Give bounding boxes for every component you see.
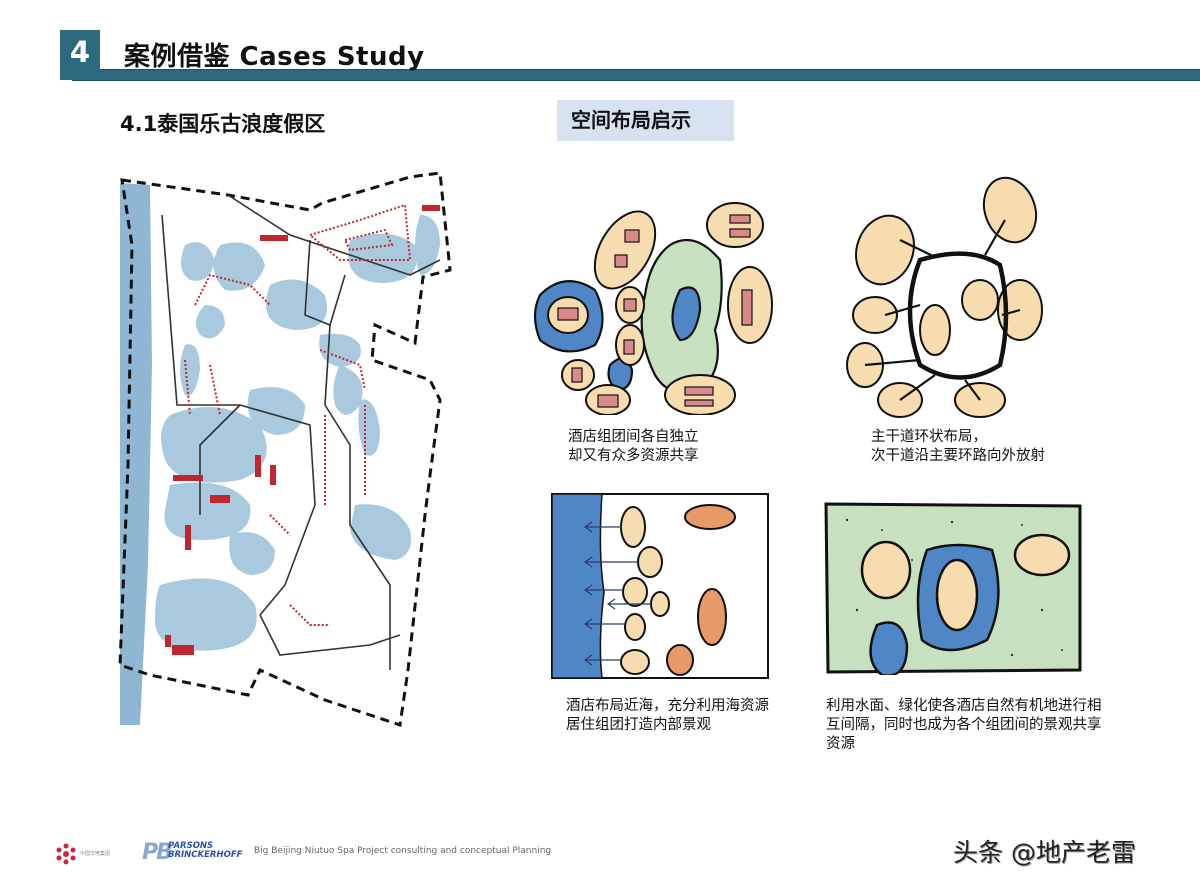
roads	[161, 194, 441, 670]
caption-seafront: 酒店布局近海，充分利用海资源 居住组团打造内部景观	[566, 698, 769, 733]
lake	[671, 286, 702, 342]
pb-logo-mark: PB	[142, 840, 173, 865]
hotel-clusters	[846, 176, 1043, 418]
project-footer-text: Big Beijing Niutuo Spa Project consultin…	[254, 846, 552, 856]
section-number: 4	[60, 30, 100, 80]
section-badge: 空间布局启示	[557, 100, 734, 141]
ring-road	[907, 251, 1009, 380]
huadian-logo-icon	[56, 843, 76, 865]
diagram-seafront	[551, 493, 769, 679]
diagram-water-green	[824, 502, 1082, 675]
buildings	[165, 205, 440, 655]
case-subtitle: 4.1泰国乐古浪度假区	[120, 112, 326, 136]
arrows-to-sea	[583, 521, 651, 666]
site-plan-map	[118, 171, 452, 727]
lakes	[155, 215, 440, 651]
pb-logo-text: PARSONS BRINCKERHOFF	[168, 841, 243, 860]
residential-rows	[184, 203, 412, 626]
hotel-clusters	[860, 533, 1071, 632]
watermark: 头条 @地产老雷	[953, 838, 1136, 867]
badge-label: 空间布局启示	[571, 108, 691, 132]
hotel-clusters	[620, 506, 670, 675]
buildings	[557, 214, 753, 408]
dots	[845, 518, 1063, 657]
sea-strip	[120, 183, 152, 725]
huadian-logo-text: 中国华电集团	[80, 851, 111, 857]
caption-clusters: 酒店组团间各自独立 却又有众多资源共享	[568, 429, 699, 464]
diagram-clusters	[533, 202, 773, 415]
page-title: 案例借鉴 Cases Study	[124, 42, 425, 72]
secondary-roads	[864, 219, 1021, 401]
caption-ring-road: 主干道环状布局， 次干道沿主要环路向外放射	[871, 429, 1045, 464]
residential-clusters	[666, 504, 736, 676]
site-boundary	[118, 171, 452, 727]
diagram-ring-road	[846, 176, 1043, 418]
sea	[551, 493, 605, 679]
hotel-clusters	[547, 202, 773, 415]
header-rule	[72, 69, 1200, 81]
caption-water-green: 利用水面、绿化使各酒店自然有机地进行相 互间隔，同时也成为各个组团间的景观共享 …	[826, 698, 1102, 752]
